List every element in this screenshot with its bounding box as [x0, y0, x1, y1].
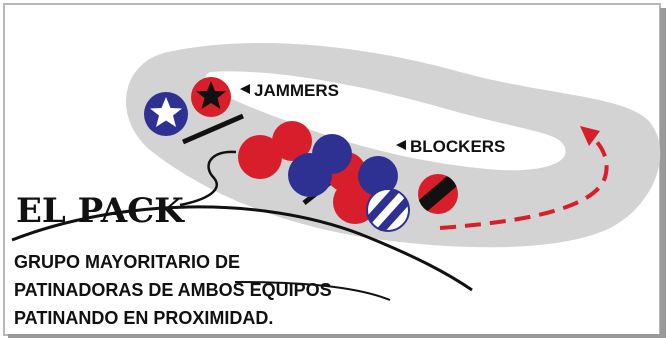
- triangle-left-icon: [396, 140, 406, 150]
- blocker-blue-2: [288, 153, 332, 197]
- jammers-label: JAMMERS: [254, 81, 339, 100]
- blocker-blue-3: [358, 156, 398, 196]
- description-line-2: PATINADORAS DE AMBOS EQUIPOS: [14, 280, 332, 300]
- frame-shadow-bottom: [8, 334, 666, 338]
- black-star-icon: [196, 81, 226, 109]
- direction-arrow: [439, 132, 609, 230]
- blocker-red-2: [238, 135, 282, 179]
- pack-front-line: [182, 113, 244, 145]
- pack-connector-line: [179, 150, 237, 207]
- triangle-left-icon: [240, 84, 250, 94]
- white-star-icon: [150, 97, 182, 127]
- blocker-red-striped: [418, 174, 458, 214]
- pack-title: EL PACK: [16, 191, 185, 231]
- dashed-arrow-icon: [580, 126, 600, 146]
- sweep-underline: [11, 205, 473, 292]
- frame-shadow-right: [660, 8, 666, 337]
- jammer-blue: [144, 92, 188, 136]
- description-line-1: GRUPO MAYORITARIO DE: [14, 252, 240, 272]
- blockers-label: BLOCKERS: [410, 137, 505, 156]
- track-oval: [126, 42, 661, 248]
- jammer-red: [191, 77, 231, 117]
- description-line-3: PATINANDO EN PROXIMIDAD.: [14, 308, 273, 328]
- sweep-underline-tail: [234, 281, 391, 301]
- blocker-red-1: [272, 121, 312, 161]
